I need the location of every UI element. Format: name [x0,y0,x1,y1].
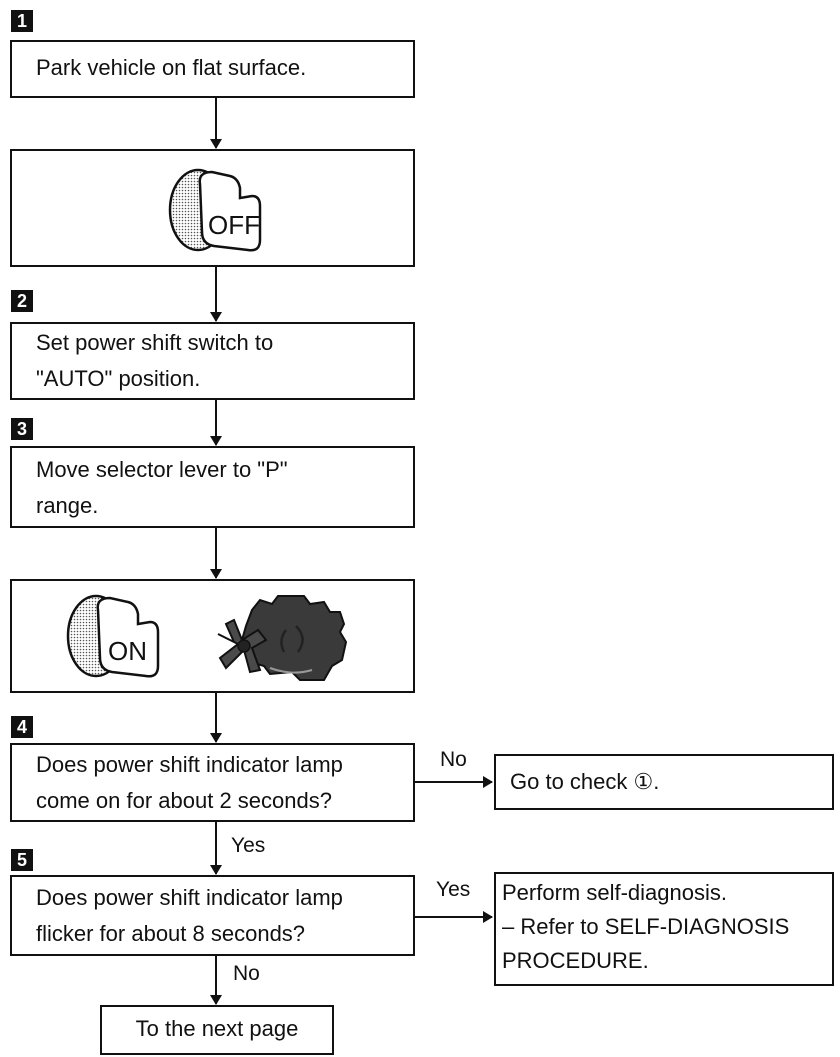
step-5-yes-label: Yes [436,878,471,901]
self-diagnosis-outcome-text: Perform self-diagnosis. – Refer to SELF-… [502,880,790,973]
step-3-text: Move selector lever to "P" range. [36,457,288,518]
step-number-3: 3 [11,418,33,440]
step-4-no-label: No [440,748,467,771]
step-5-box [10,875,415,956]
ignition-key-on-icon: ON [66,594,160,678]
step-1-text: Park vehicle on flat surface. [36,55,307,80]
step-1-box [10,40,415,98]
check-outcome-text: Go to check ①. [510,769,660,794]
step-number-1: 1 [11,10,33,32]
step-4-yes-label: Yes [231,834,266,857]
step-number-2: 2 [11,290,33,312]
step-number-5: 5 [11,849,33,871]
step-2-box [10,322,415,400]
step-2-text: Set power shift switch to "AUTO" positio… [36,330,274,391]
ignition-key-off-icon: OFF [168,168,262,252]
engine-icon [217,595,348,681]
step-5-no-label: No [233,962,260,985]
svg-text:ON: ON [108,636,147,666]
svg-text:OFF: OFF [208,210,260,240]
step-3-box [10,446,415,528]
next-page-box [100,1005,334,1055]
self-diagnosis-outcome-box [494,872,834,986]
step-4-box [10,743,415,822]
next-page-text: To the next page [135,1016,299,1041]
check-outcome-box [494,754,834,810]
step-4-text: Does power shift indicator lamp come on … [36,752,343,813]
step-number-4: 4 [11,716,33,738]
step-5-text: Does power shift indicator lamp flicker … [36,885,343,946]
